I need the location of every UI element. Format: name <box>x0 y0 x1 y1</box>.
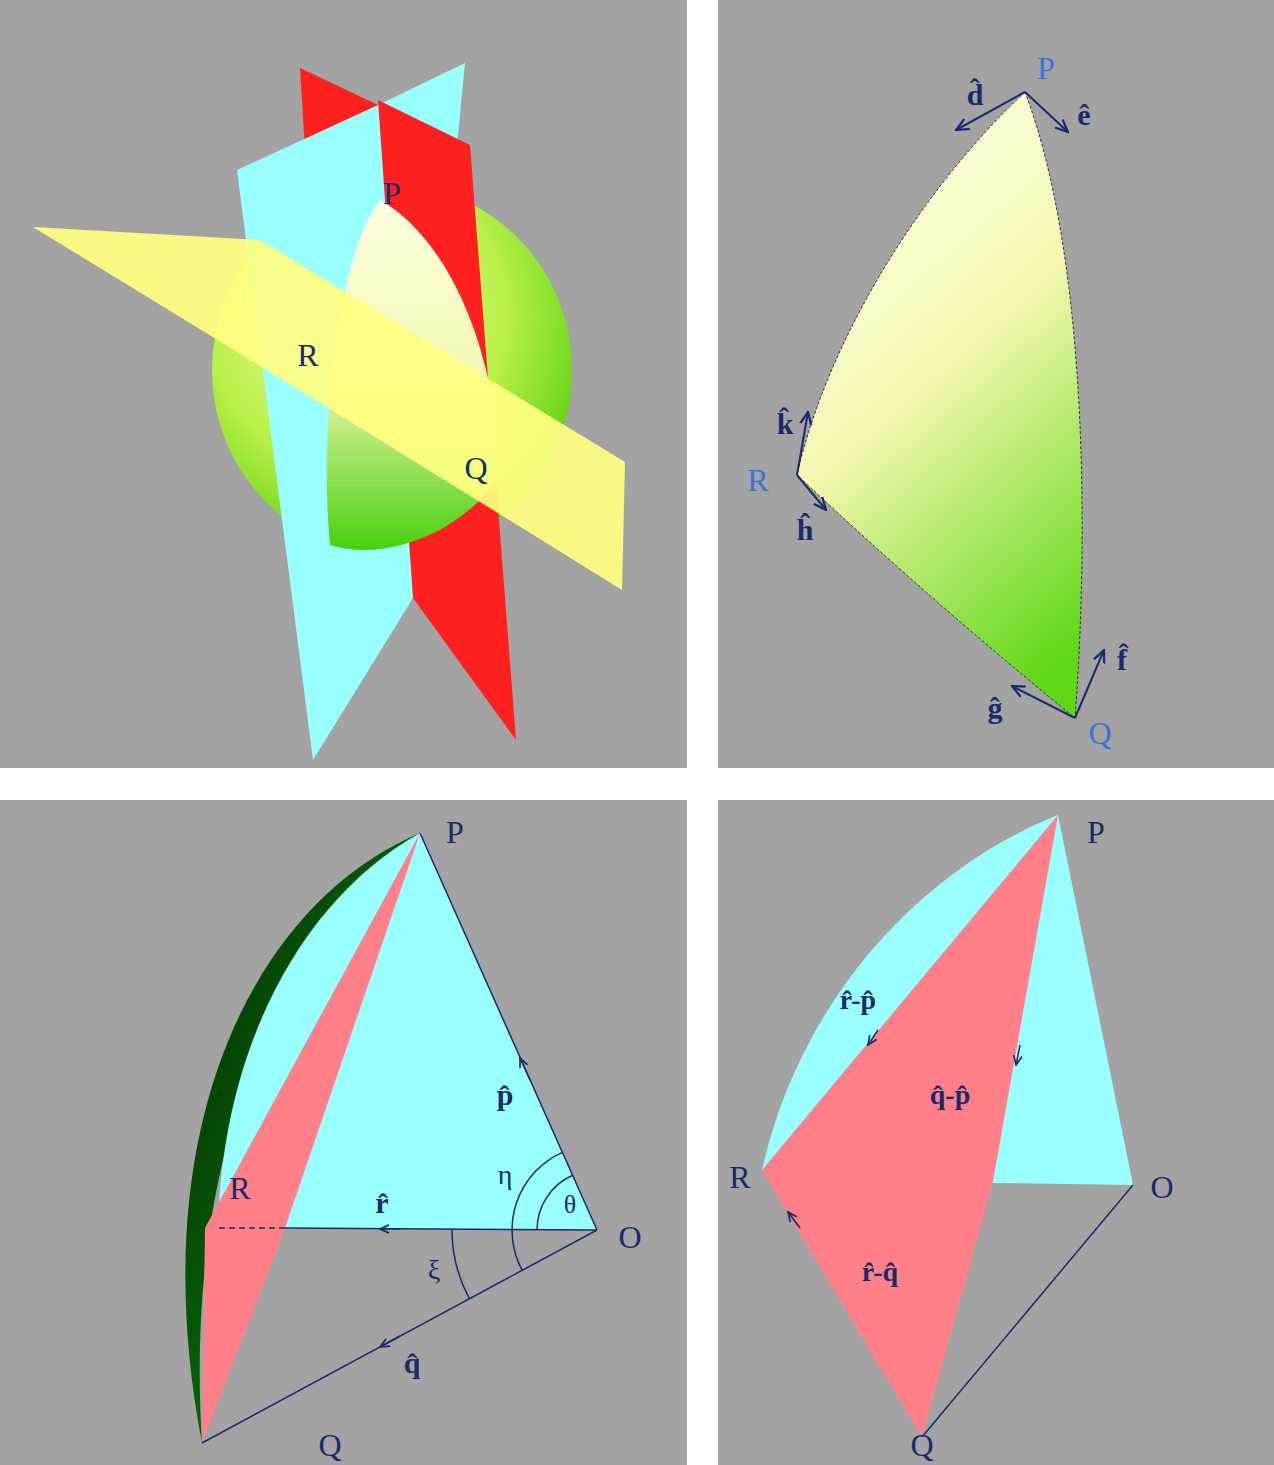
diagram-label: k̂ <box>777 409 794 439</box>
spherical-triangle <box>797 92 1082 718</box>
difference-arrow <box>788 1212 800 1228</box>
yellow-plane <box>33 227 625 590</box>
radius-line <box>202 1230 597 1443</box>
radius-line <box>285 1228 597 1230</box>
diagram-label: θ <box>564 1192 576 1218</box>
tangent-vector <box>797 475 826 510</box>
diagram-label: P <box>383 177 401 209</box>
diagram-label: ê <box>1077 100 1090 130</box>
tangent-vector <box>797 412 808 475</box>
diagram-label: η <box>498 1161 513 1189</box>
diagram-label: P <box>1037 52 1055 84</box>
diagram-label: q̂ <box>404 1348 421 1378</box>
panel-ground <box>0 0 687 768</box>
diagram-label: r̂ <box>375 1188 388 1218</box>
diagram-label: p̂ <box>497 1080 514 1110</box>
diagram-label: q̂-p̂ <box>930 1081 970 1109</box>
diagram-label: d̂ <box>967 80 984 110</box>
diagram-label: R <box>297 339 318 371</box>
angle-arc <box>452 1230 469 1299</box>
diagram-label: ĝ <box>988 693 1003 723</box>
diagram-label: ĥ <box>797 515 814 545</box>
panel-ground <box>0 800 687 1465</box>
diagram-label: Q <box>910 1429 933 1461</box>
diagram-label: r̂-q̂ <box>862 1258 898 1286</box>
unit-vector-arrow <box>380 1336 400 1347</box>
unit-vector-arrow <box>520 1058 530 1080</box>
diagram-label: R <box>229 1172 250 1204</box>
diagram-label: R <box>729 1161 750 1193</box>
pink-triangle <box>762 815 1058 1437</box>
diagram-label: Q <box>318 1429 341 1461</box>
panel-ground <box>718 800 1274 1465</box>
diagram-label: O <box>618 1221 641 1253</box>
radius-line <box>922 1185 1133 1437</box>
diagram-label: Q <box>1088 717 1111 749</box>
diagram-label: f̂ <box>1117 645 1127 675</box>
tangent-vector <box>1025 92 1068 132</box>
difference-arrow <box>1016 1045 1020 1065</box>
diagram-label: r̂-p̂ <box>840 986 876 1014</box>
diagram-label: O <box>1150 1171 1173 1203</box>
diagram-label: P <box>1087 816 1105 848</box>
radius-line <box>420 833 597 1230</box>
hidden-line <box>218 1227 285 1229</box>
diagram-label: Q <box>464 452 487 484</box>
tangent-vector <box>1012 686 1075 718</box>
unit-vector-arrow <box>380 1228 400 1230</box>
angle-arc <box>512 1152 562 1270</box>
diagram-label: R <box>747 464 768 496</box>
panel-ground <box>718 0 1274 768</box>
pink-triangle <box>202 833 420 1443</box>
diagram-label: ξ <box>428 1256 440 1284</box>
tangent-vector <box>956 92 1025 130</box>
difference-arrow <box>868 1030 878 1045</box>
tangent-vector <box>1075 650 1104 718</box>
diagram-label: P <box>446 816 464 848</box>
